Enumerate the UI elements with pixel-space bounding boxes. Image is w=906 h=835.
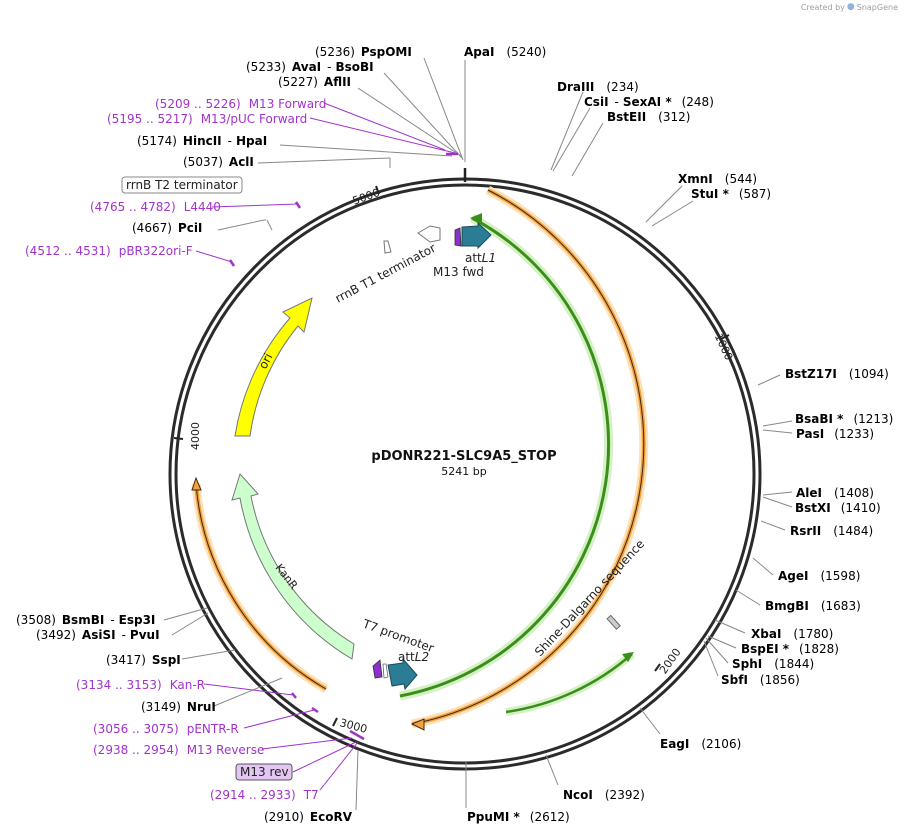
- attl2-arrow: [387, 657, 418, 691]
- attl1-label: attL1: [465, 251, 496, 265]
- enzyme-alei: AleI(1408): [796, 486, 874, 500]
- enzyme-bstz17i: BstZ17I(1094): [785, 367, 889, 381]
- primer-m13-forward: (5209 .. 5226)M13 Forward: [155, 97, 326, 111]
- primer-leader-lines: [195, 102, 456, 791]
- enzyme-bspei: BspEI *(1828): [741, 642, 839, 656]
- enzyme-ncoi: NcoI(2392): [563, 788, 645, 802]
- enzyme-pspomi: (5236)PspOMI: [315, 45, 412, 59]
- primer-m13-reverse: (2938 .. 2954)M13 Reverse: [93, 743, 264, 757]
- enzyme-labels: (5236)PspOMI (5233)AvaI-BsoBI (5227)AflI…: [16, 45, 893, 824]
- small-terminator-marker: [383, 240, 392, 254]
- tick-label-2000: 2000: [657, 646, 684, 676]
- bottom-inner-features: [372, 614, 621, 691]
- kanr-feature: KanR: [231, 473, 355, 660]
- primer-kan-r: (3134 .. 3153)Kan-R: [76, 678, 205, 692]
- enzyme-aflii: (5227)AflII: [278, 75, 351, 89]
- enzyme-acli: (5037)AclI: [183, 155, 254, 169]
- tick-label-4000: 4000: [189, 422, 202, 450]
- backbone: [168, 168, 762, 771]
- m13-rev-label: M13 rev: [240, 765, 289, 779]
- enzyme-xmni: XmnI(544): [678, 172, 757, 186]
- rrnb-t2-label: rrnB T2 terminator: [126, 178, 238, 192]
- enzyme-sbfi: SbfI(1856): [721, 673, 800, 687]
- enzyme-rsrii: RsrII(1484): [790, 524, 873, 538]
- plasmid-name: pDONR221-SLC9A5_STOP: [371, 449, 556, 464]
- enzyme-ecorv: (2910)EcoRV: [264, 810, 353, 824]
- enzyme-csii-sexai: CsiI-SexAI *(248): [584, 95, 714, 109]
- credit-brand: SnapGene: [856, 2, 898, 12]
- primer-m13-puc-forward: (5195 .. 5217)M13/pUC Forward: [107, 112, 307, 126]
- enzyme-aval-bsobi: (5233)AvaI-BsoBI: [246, 60, 374, 74]
- orange-feature-right: [410, 185, 649, 731]
- enzyme-bmgbi: BmgBI(1683): [765, 599, 861, 613]
- enzyme-sphi: SphI(1844): [732, 657, 814, 671]
- enzyme-draiii: DraIII(234): [557, 80, 639, 94]
- enzyme-asisi-pvui: (3492)AsiSI-PvuI: [36, 628, 160, 642]
- primer-pbr322ori-f: (4512 .. 4531)pBR322ori-F: [25, 244, 193, 258]
- ori-feature: ori: [234, 297, 313, 437]
- enzyme-bsabi: BsaBI *(1213): [795, 412, 893, 426]
- enzyme-xbai: XbaI(1780): [751, 627, 833, 641]
- enzyme-bsmbi-esp3i: (3508)BsmBI-Esp3I: [16, 613, 155, 627]
- tick-label-5000: 5000: [351, 186, 382, 208]
- boxed-feature-m13-rev: M13 rev: [235, 763, 293, 781]
- attl2-label: attL2: [398, 650, 429, 664]
- credit-prefix: Created by: [800, 2, 845, 12]
- snapgene-logo-icon: ●: [846, 2, 855, 12]
- enzyme-stui: StuI *(587): [691, 187, 771, 201]
- primer-t7: (2914 .. 2933)T7: [210, 788, 319, 802]
- rrnb-t1-arrow: [417, 225, 441, 243]
- primer-l4440: (4765 .. 4782)L4440: [90, 200, 221, 214]
- plasmid-length: 5241 bp: [441, 465, 486, 478]
- green-feature-inner: [505, 650, 635, 716]
- shine-dalgarno-marker: [606, 614, 621, 630]
- enzyme-apai: ApaI(5240): [464, 45, 546, 59]
- enzyme-bsteii: BstEII(312): [607, 110, 690, 124]
- enzyme-sspi: (3417)SspI: [106, 653, 181, 667]
- primer-pentr-r: (3056 .. 3075)pENTR-R: [93, 722, 239, 736]
- enzyme-hincii-hpai: (5174)HincII-HpaI: [137, 134, 267, 148]
- boxed-feature-rrnb-t2: rrnB T2 terminator: [121, 176, 243, 194]
- t7-marker: [382, 663, 389, 679]
- m13-fwd-label: M13 fwd: [433, 265, 484, 279]
- m13-rev-marker: [372, 659, 383, 679]
- enzyme-leader-lines: [163, 57, 793, 811]
- green-feature-outer: [399, 213, 614, 701]
- enzyme-pasi: PasI(1233): [796, 427, 874, 441]
- primer-labels: (5209 .. 5226)M13 Forward (5195 .. 5217)…: [25, 97, 326, 802]
- primer-site-marks: [228, 152, 458, 741]
- enzyme-eagi: EagI(2106): [660, 737, 741, 751]
- attl1-arrow: [461, 221, 492, 250]
- shine-dalgarno-label: Shine-Dalgarno sequence: [532, 537, 647, 659]
- top-inner-features: [383, 221, 492, 254]
- enzyme-ppumi: PpuMI *(2612): [467, 810, 570, 824]
- snapgene-credit: Created by ● SnapGene: [801, 2, 898, 12]
- enzyme-pcii: (4667)PciI: [132, 221, 202, 235]
- m13-fwd-marker: [454, 227, 462, 247]
- enzyme-bstxi: BstXI(1410): [795, 501, 881, 515]
- orange-feature-left: [191, 476, 329, 693]
- ori-label: ori: [256, 351, 276, 371]
- enzyme-agei: AgeI(1598): [778, 569, 860, 583]
- enzyme-nrui: (3149)NruI: [141, 700, 216, 714]
- tick-marks: [173, 185, 730, 727]
